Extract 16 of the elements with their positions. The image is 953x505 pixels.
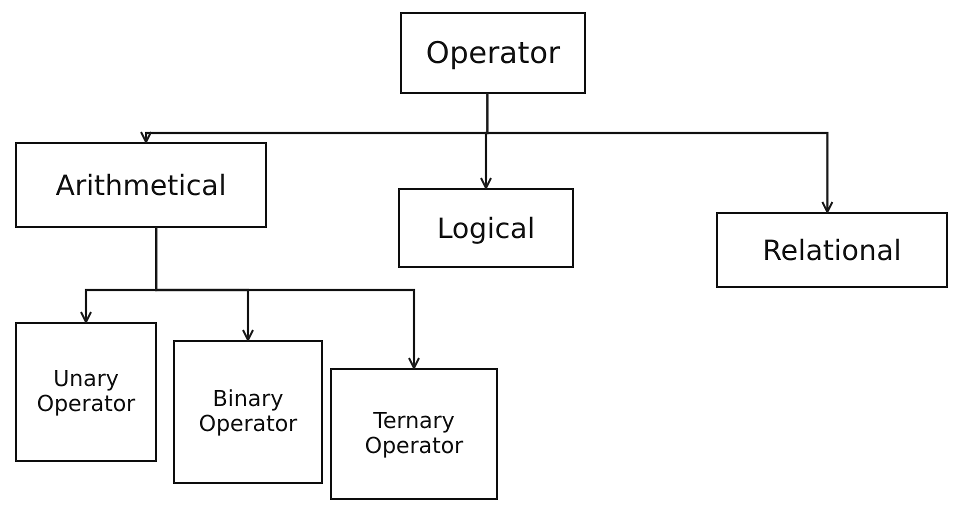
node-label: Unary Operator (36, 367, 136, 417)
label-box (398, 188, 574, 268)
node-label: Logical (436, 212, 536, 244)
label-box (173, 340, 323, 484)
node-label: Arithmetical (56, 168, 226, 202)
node-label: Operator (426, 36, 560, 70)
node-label: Relational (762, 234, 902, 266)
node-label: Binary Operator (198, 387, 298, 437)
arrow (486, 94, 834, 213)
label-box (15, 142, 267, 228)
label-box (400, 12, 586, 94)
label-box (330, 368, 498, 500)
node-label: Ternary Operator (364, 409, 464, 459)
label-box (15, 322, 157, 462)
label-box (716, 212, 948, 288)
arrow (155, 228, 420, 369)
